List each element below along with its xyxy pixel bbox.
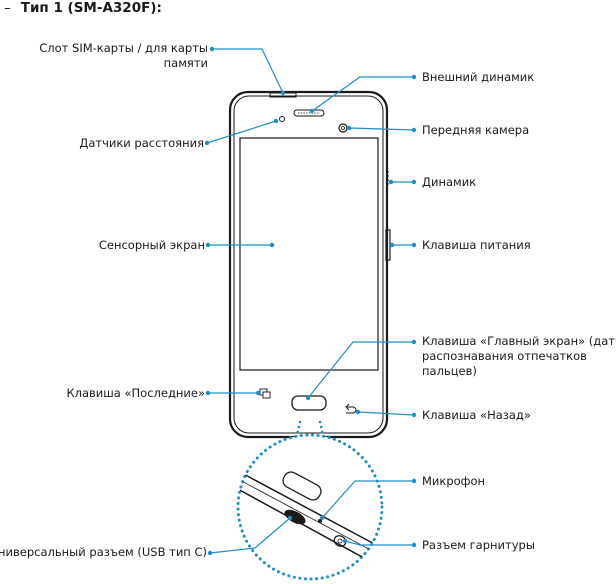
earpiece-grille: [293, 109, 325, 117]
label-headset-jack: Разъем гарнитуры: [422, 538, 535, 552]
label-recent-key: Клавиша «Последние»: [66, 386, 205, 400]
usb-port-shape: [284, 509, 306, 525]
leader-usb: [209, 517, 291, 554]
label-sim-slot: Слот SIM-карты / для карты памяти: [39, 41, 208, 71]
screen-area: [239, 137, 379, 371]
label-usb-port: Универсальный разъем (USB тип C): [0, 545, 207, 559]
label-touchscreen: Сенсорный экран: [98, 238, 205, 252]
label-home-key-line1: Клавиша «Главный экран» (датчик: [422, 334, 616, 348]
back-icon: [345, 403, 357, 414]
phone-outer-frame: [228, 90, 389, 439]
heading-text: Тип 1 (SM-A320F):: [20, 0, 162, 16]
label-home-key-line3: пальцев): [422, 364, 477, 378]
label-earpiece: Внешний динамик: [422, 70, 535, 84]
label-microphone: Микрофон: [422, 474, 486, 488]
leader-earpiece: [311, 76, 414, 112]
label-sim-slot-line2: памяти: [163, 56, 208, 70]
headset-jack-shape: [333, 535, 347, 547]
label-proximity-sensors: Датчики расстояния: [79, 136, 204, 150]
phone-body: [228, 90, 391, 439]
leader-sim-slot: [212, 48, 284, 94]
label-front-camera: Передняя камера: [422, 123, 530, 137]
label-speaker: Динамик: [422, 175, 477, 189]
zoom-home-button: [282, 471, 322, 501]
front-camera-lens: [338, 123, 348, 133]
leader-headset: [344, 540, 414, 546]
zoom-detail: [236, 433, 384, 581]
label-home-key: Клавиша «Главный экран» (датчик распозна…: [422, 334, 616, 379]
label-sim-slot-line1: Слот SIM-карты / для карты: [39, 41, 208, 55]
leader-home: [307, 341, 414, 399]
zoom-circle-border: [236, 433, 384, 581]
leader-proximity: [206, 120, 277, 144]
leader-front-camera: [348, 127, 415, 131]
leader-back: [357, 411, 415, 416]
phone-inner-frame: [233, 95, 384, 434]
proximity-sensor-dot: [279, 116, 285, 122]
leader-dots: [204, 46, 417, 556]
label-home-key-line2: распознавания отпечатков: [422, 349, 587, 363]
leader-mic: [321, 480, 414, 519]
label-back-key: Клавиша «Назад»: [422, 408, 531, 422]
leader-lines: [206, 48, 415, 554]
microphone-hole: [318, 519, 322, 523]
heading-dash: –: [4, 0, 11, 16]
page-heading: –Тип 1 (SM-A320F):: [4, 0, 162, 16]
label-power-key: Клавиша питания: [422, 238, 531, 252]
